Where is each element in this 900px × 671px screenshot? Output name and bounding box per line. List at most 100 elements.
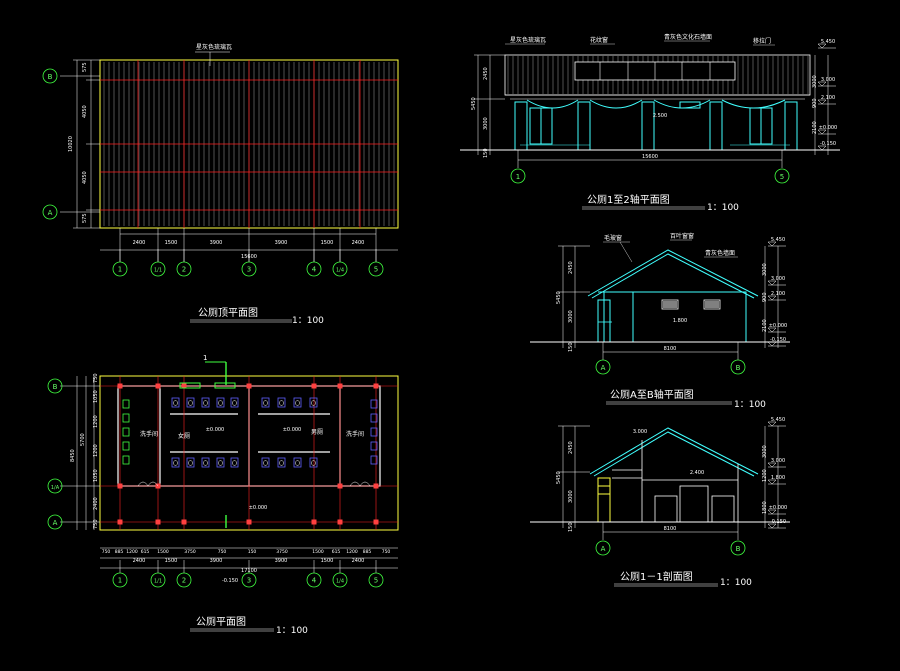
level-symbol bbox=[767, 341, 777, 347]
level-value: 2.100 bbox=[771, 291, 785, 297]
side-dim-left: 3000 bbox=[568, 310, 574, 323]
axis-label: A bbox=[601, 545, 606, 553]
toilet-fixture bbox=[293, 397, 302, 408]
roof-dim-left: 575 bbox=[82, 62, 88, 72]
floor-dim-left: 1050 bbox=[93, 469, 99, 482]
roof-dim-left: 4050 bbox=[82, 171, 88, 184]
roof-dim-left: 4050 bbox=[82, 105, 88, 118]
axis-bubble bbox=[332, 572, 348, 588]
side-elev-scale: 1：100 bbox=[734, 400, 766, 410]
side-window bbox=[705, 301, 719, 308]
roof-plan-scale: 1：100 bbox=[292, 316, 324, 326]
front-column bbox=[784, 101, 798, 151]
floor-dim-bottom: 885 bbox=[115, 549, 124, 555]
front-column bbox=[577, 101, 591, 151]
axis-bubble bbox=[306, 572, 322, 588]
toilet-bowl bbox=[279, 460, 284, 466]
floor-dim-bottom: 1200 bbox=[126, 549, 138, 555]
level-value: 3.000 bbox=[821, 77, 835, 83]
axis-label: 1/1 bbox=[154, 268, 162, 274]
front-dim-left: 2450 bbox=[483, 67, 489, 80]
floor-dim-left: 750 bbox=[93, 519, 99, 529]
front-column bbox=[641, 101, 655, 151]
level-dim: 3000 bbox=[762, 445, 768, 458]
front-dim-total: 15600 bbox=[642, 154, 658, 160]
floor-dim-bottom: 3900 bbox=[275, 558, 288, 564]
column bbox=[373, 483, 379, 489]
floor-plan: 1 洗手间 女厕 男厕 洗手间 ±0.000 ±0.000 ±0.000 -0.… bbox=[47, 354, 399, 636]
front-label: 青灰色文化石墙面 bbox=[664, 33, 712, 41]
toilet-fixture bbox=[186, 397, 195, 408]
section-dim-total: 8100 bbox=[664, 526, 677, 532]
level-dim: 900 bbox=[762, 292, 768, 302]
floor-dim-bottom: 1500 bbox=[157, 549, 169, 555]
section-dim-left: 2450 bbox=[568, 441, 574, 454]
floor-plan-title: 公厕平面图 bbox=[196, 616, 246, 628]
toilet-bowl bbox=[311, 400, 316, 406]
level-dim: 1200 bbox=[762, 469, 768, 482]
axis-label: 5 bbox=[780, 173, 784, 181]
axis-bubble bbox=[112, 572, 128, 588]
floor-dim-bottom: 3900 bbox=[210, 558, 223, 564]
axis-bubble bbox=[112, 261, 128, 277]
floor-dim-bottom: 1500 bbox=[312, 549, 324, 555]
axis-bubble bbox=[150, 572, 166, 588]
level-value: 5.450 bbox=[771, 237, 785, 243]
axis-label: 4 bbox=[312, 577, 317, 585]
axis-label: 2 bbox=[182, 577, 186, 585]
front-dim-left: 3000 bbox=[483, 117, 489, 130]
side-dim-left-total: 5450 bbox=[556, 291, 562, 304]
roof-dim-bottom: 2400 bbox=[352, 240, 365, 246]
side-label: 青灰色墙面 bbox=[705, 249, 735, 257]
level-symbol bbox=[767, 479, 777, 485]
column bbox=[373, 383, 379, 389]
side-dim-left: 150 bbox=[568, 342, 574, 352]
toilet-bowl bbox=[295, 460, 300, 466]
column bbox=[311, 383, 317, 389]
side-wall bbox=[632, 291, 747, 343]
axis-label: A bbox=[48, 209, 53, 217]
level-value: 3.000 bbox=[771, 276, 785, 282]
floor-dim-bottom: 750 bbox=[102, 549, 111, 555]
floor-dim-bottom: 615 bbox=[332, 549, 341, 555]
toilet-bowl bbox=[232, 460, 237, 466]
toilet-fixture bbox=[277, 457, 286, 468]
toilet-bowl bbox=[203, 460, 208, 466]
level-dim: 900 bbox=[812, 98, 818, 108]
roof-dim-bottom: 1500 bbox=[321, 240, 334, 246]
level-value: 3.000 bbox=[771, 458, 785, 464]
toilet-bowl bbox=[232, 400, 237, 406]
level-value: 5.450 bbox=[821, 39, 835, 45]
axis-label: 1 bbox=[118, 266, 122, 274]
column bbox=[117, 519, 123, 525]
column bbox=[337, 383, 343, 389]
toilet-bowl bbox=[188, 460, 193, 466]
level-symbol bbox=[767, 462, 777, 468]
axis-bubble bbox=[150, 261, 166, 277]
toilet-fixture bbox=[277, 397, 286, 408]
toilet-fixture bbox=[201, 457, 210, 468]
front-center-mark: 2.500 bbox=[653, 113, 667, 119]
level-symbol bbox=[817, 81, 827, 87]
level-dim: 2100 bbox=[762, 319, 768, 332]
room-label: 男厕 bbox=[311, 429, 323, 436]
axis-label: 1 bbox=[516, 173, 520, 181]
axis-label: 1 bbox=[118, 577, 122, 585]
section-dim-left: 3000 bbox=[568, 490, 574, 503]
front-elevation: 2.500 星灰色琉璃瓦 花纹窗 青灰色文化石墙面 移拉门 2450 3000 … bbox=[460, 33, 840, 213]
level-mark: ±0.000 bbox=[206, 427, 225, 433]
level-symbol bbox=[767, 509, 777, 515]
axis-label: B bbox=[736, 545, 741, 553]
floor-dim-bottom: 2400 bbox=[352, 558, 365, 564]
floor-dim-bottom: 1200 bbox=[346, 549, 358, 555]
column bbox=[246, 519, 252, 525]
floor-dim-bottom: 750 bbox=[382, 549, 391, 555]
level-value: ±0.000 bbox=[769, 505, 788, 511]
axis-bubble bbox=[42, 68, 58, 84]
column bbox=[337, 519, 343, 525]
floor-dim-left: 1050 bbox=[93, 390, 99, 403]
toilet-bowl bbox=[188, 400, 193, 406]
section-partition bbox=[679, 485, 709, 523]
level-symbol bbox=[767, 241, 777, 247]
floor-dim-left-total: 8450 bbox=[70, 449, 76, 462]
